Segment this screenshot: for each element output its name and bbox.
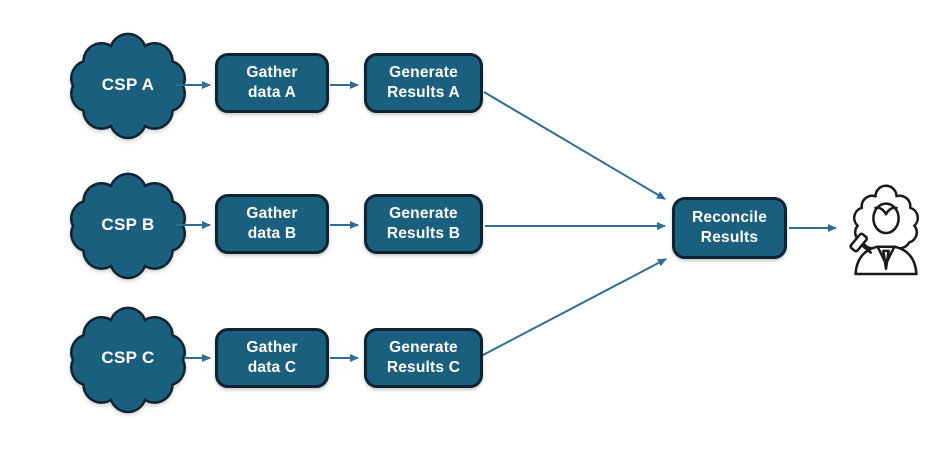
- judge-tie: [882, 249, 890, 271]
- gather-data-c-box: Gather data C: [215, 328, 329, 388]
- generate-results-b-box: Generate Results B: [364, 194, 483, 254]
- generate-results-b-label: Generate Results B: [386, 204, 461, 242]
- judge-with-gavel-icon: [849, 184, 919, 276]
- gather-data-a-label: Gather data A: [246, 63, 298, 101]
- generate-results-a-box: Generate Results A: [364, 53, 483, 113]
- reconcile-results-box: Reconcile Results: [672, 197, 787, 259]
- cloud-shape-csp-c: [70, 306, 186, 414]
- gather-data-b-label: Gather data B: [246, 204, 298, 242]
- gather-data-b-box: Gather data B: [215, 194, 329, 254]
- generate-results-c-label: Generate Results C: [386, 338, 461, 376]
- cloud-shape-csp-a: [70, 32, 186, 140]
- gather-data-a-box: Gather data A: [215, 53, 329, 113]
- judge-face: [872, 202, 900, 235]
- cloud-csp-c-label: CSP C: [101, 348, 155, 367]
- cloud-csp-b-label: CSP B: [101, 215, 155, 234]
- cloud-shape-csp-b: [70, 172, 186, 280]
- cloud-csp-a-label: CSP A: [101, 75, 155, 94]
- arrow-generate-c-to-reconcile: [482, 258, 667, 356]
- judge-hairline: [874, 206, 898, 216]
- gavel-icon: [849, 232, 873, 254]
- arrow-generate-a-to-reconcile: [483, 91, 666, 200]
- generate-results-a-label: Generate Results A: [387, 63, 460, 101]
- reconcile-results-label: Reconcile Results: [691, 208, 768, 246]
- generate-results-c-box: Generate Results C: [364, 328, 483, 388]
- gather-data-c-label: Gather data C: [246, 338, 298, 376]
